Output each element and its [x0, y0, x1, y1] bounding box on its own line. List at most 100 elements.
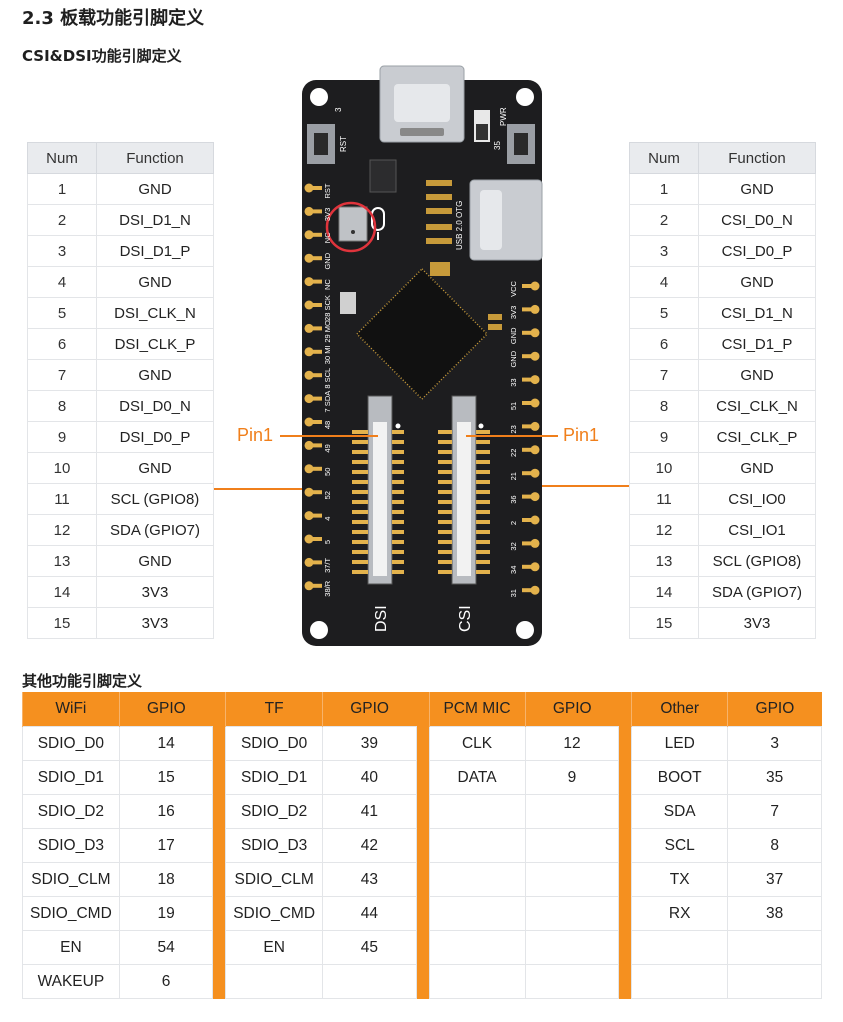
other-table-cell [428, 930, 526, 965]
other-table-cell: WAKEUP [22, 964, 120, 999]
group-separator [416, 964, 429, 999]
group-separator [212, 930, 226, 965]
soc-chip-icon [355, 267, 489, 401]
chip-icon [369, 159, 397, 193]
other-table-cell: 44 [322, 896, 417, 931]
csi-num-cell: 13 [629, 545, 699, 577]
csi-num-cell: 4 [629, 266, 699, 298]
left-header-label: 3V3 [323, 208, 332, 221]
other-table-cell: SDIO_D0 [22, 726, 120, 761]
dsi-num-cell: 8 [27, 390, 97, 422]
group-separator [416, 692, 429, 727]
csi-num-cell: 10 [629, 452, 699, 484]
group-separator [212, 896, 226, 931]
left-header-label: 8 SCL [323, 368, 332, 389]
other-table-cell: SDIO_D3 [22, 828, 120, 863]
right-header-label: 23 [509, 425, 518, 433]
csi-board-label: CSI [457, 605, 474, 632]
csi-header-function: Function [698, 142, 816, 174]
group-separator [212, 760, 226, 795]
other-table-cell [524, 862, 620, 897]
header-pin-icon [304, 347, 314, 357]
other-table-cell: 7 [727, 794, 822, 829]
group-separator [212, 964, 226, 999]
group-separator [416, 760, 429, 795]
group-separator [212, 828, 226, 863]
left-header-label: RST [323, 183, 332, 198]
csi-num-cell: 6 [629, 328, 699, 360]
right-header-label: 3V3 [509, 306, 518, 319]
top-right-num: 35 [493, 141, 502, 150]
dsi-function-cell: DSI_D0_P [96, 421, 214, 453]
right-header-label: VCC [509, 281, 518, 297]
dsi-function-cell: GND [96, 452, 214, 484]
csi-function-cell: CSI_D1_P [698, 328, 816, 360]
other-table-cell: 41 [322, 794, 417, 829]
other-table-cell: 18 [118, 862, 214, 897]
other-header-cell: GPIO [118, 692, 213, 727]
group-separator [212, 692, 226, 727]
other-table-cell [322, 964, 417, 999]
left-header-label: 28 SCK [323, 295, 332, 321]
mount-hole-icon [516, 621, 534, 639]
header-pin-icon [530, 421, 540, 431]
dsi-num-cell: 10 [27, 452, 97, 484]
header-pin-icon [304, 253, 314, 263]
csi-header-num: Num [629, 142, 699, 174]
other-table-cell: 17 [118, 828, 214, 863]
other-table-cell: EN [225, 930, 324, 965]
mount-hole-icon [310, 88, 328, 106]
other-table-cell: SDA [631, 794, 729, 829]
other-table-cell: 39 [322, 726, 417, 761]
group-separator [416, 862, 429, 897]
left-header-label: NC [323, 279, 332, 290]
group-separator [618, 692, 632, 727]
group-separator [212, 794, 226, 829]
other-table-cell: LED [631, 726, 729, 761]
left-header-label: 50 [323, 468, 332, 476]
dsi-function-cell: SDA (GPIO7) [96, 514, 214, 546]
group-separator [416, 930, 429, 965]
right-header-label: 2 [509, 521, 518, 525]
dsi-num-cell: 14 [27, 576, 97, 608]
left-header-label: 37/T [323, 557, 332, 572]
csi-function-cell: CSI_IO0 [698, 483, 816, 515]
right-header-label: 21 [509, 472, 518, 480]
other-table-cell: SDIO_D1 [22, 760, 120, 795]
other-table-cell: 15 [118, 760, 214, 795]
dsi-function-cell: SCL (GPIO8) [96, 483, 214, 515]
other-table-cell [524, 794, 620, 829]
other-table-cell [428, 896, 526, 931]
other-table-cell: 45 [322, 930, 417, 965]
header-pin-icon [304, 323, 314, 333]
rst-label: RST [339, 136, 348, 152]
header-pin-icon [530, 304, 540, 314]
dsi-function-cell: DSI_D0_N [96, 390, 214, 422]
dsi-function-cell: DSI_CLK_N [96, 297, 214, 329]
section-title: 2.3 板载功能引脚定义 [22, 8, 205, 29]
csi-function-cell: CSI_IO1 [698, 514, 816, 546]
right-header-label: 31 [509, 589, 518, 597]
left-header-label: 49 [323, 444, 332, 452]
left-header-label: GND [323, 252, 332, 269]
dsi-num-cell: 3 [27, 235, 97, 267]
header-pin-icon [304, 417, 314, 427]
header-pin-icon [304, 511, 314, 521]
group-separator [416, 794, 429, 829]
other-table-cell [428, 794, 526, 829]
csi-function-cell: CSI_D0_P [698, 235, 816, 267]
dsi-header-num: Num [27, 142, 97, 174]
dsi-function-cell: 3V3 [96, 576, 214, 608]
header-pin-icon [530, 375, 540, 385]
